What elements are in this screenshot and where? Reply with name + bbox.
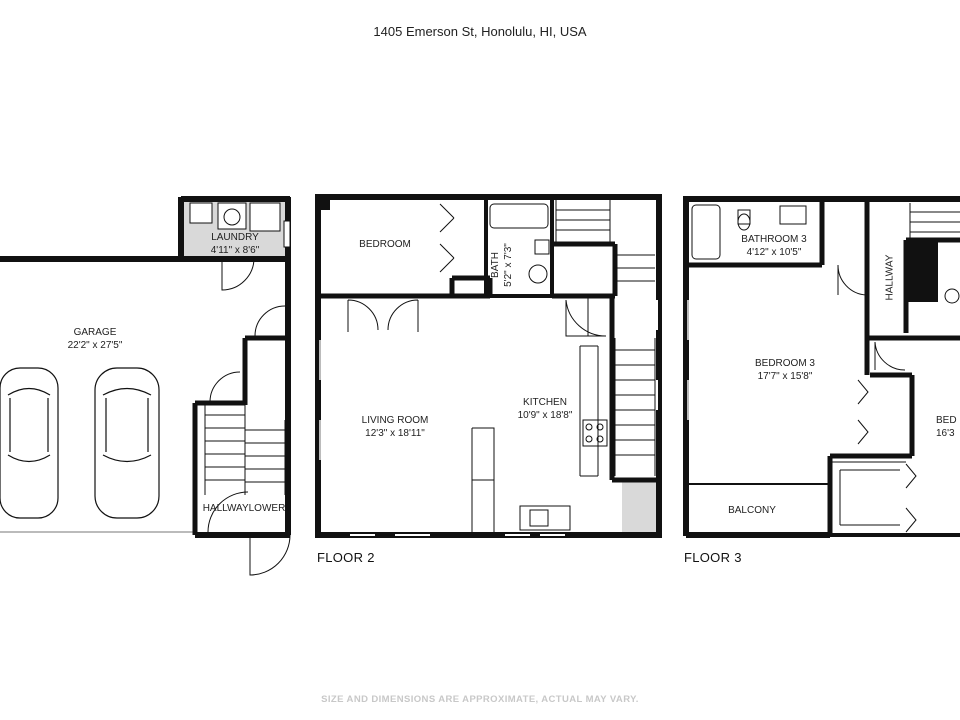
kitchen-name: KITCHEN [523,397,567,408]
bath-dims: 5'2" x 7'3" [503,243,514,287]
bathroom3-name: BATHROOM 3 [741,234,807,245]
laundry-dims: 4'11" x 8'6" [210,245,260,256]
room-label-bedroom-partial: BED 16'3 [936,414,960,440]
kitchen-dims: 10'9" x 18'8" [517,410,573,421]
car-right [94,367,160,519]
garage-name: GARAGE [73,327,117,338]
floor-2-plan [315,194,662,538]
bath-name: BATH [490,252,501,278]
room-label-kitchen: KITCHEN 10'9" x 18'8" [500,396,590,422]
room-label-bedroom3: BEDROOM 3 17'7" x 15'8" [735,357,835,383]
disclaimer: SIZE AND DIMENSIONS ARE APPROXIMATE, ACT… [321,694,639,705]
bathroom3-dims: 4'12" x 10'5" [746,247,802,258]
car-left [0,367,59,519]
room-label-hallway: HALLWAY [884,254,896,301]
laundry-name: LAUNDRY [211,232,259,243]
room-label-living-room: LIVING ROOM 12'3" x 18'11" [340,414,450,440]
garage-walls [0,256,291,538]
address-title: 1405 Emerson St, Honolulu, HI, USA [373,24,587,39]
stairs-lower [204,405,286,495]
bedroom-partial-name: BED [936,415,957,426]
room-label-balcony: BALCONY [728,505,776,516]
room-label-bathroom3: BATHROOM 3 4'12" x 10'5" [735,233,813,259]
living-room-dims: 12'3" x 18'11" [365,428,425,439]
bedroom3-name: BEDROOM 3 [754,358,815,369]
stairs-floor3 [909,203,960,240]
floor-1-plan [0,196,291,576]
floor-3-label: FLOOR 3 [684,550,742,565]
stairs-floor2 [555,200,656,476]
room-label-bath: BATH 5'2" x 7'3" [489,235,515,295]
floor-3-plan [683,196,960,538]
garage-dims: 22'2" x 27'5" [67,340,123,351]
room-label-bedroom: BEDROOM [359,239,411,250]
floor-2-label: FLOOR 2 [317,550,375,565]
room-label-laundry: LAUNDRY 4'11" x 8'6" [183,231,287,257]
living-room-name: LIVING ROOM [361,415,429,426]
bedroom-partial-dims: 16'3 [936,428,955,439]
room-label-garage: GARAGE 22'2" x 27'5" [20,326,170,352]
room-label-hallway-lower: HALLWAYLOWER [202,503,286,514]
bedroom3-dims: 17'7" x 15'8" [757,371,813,382]
